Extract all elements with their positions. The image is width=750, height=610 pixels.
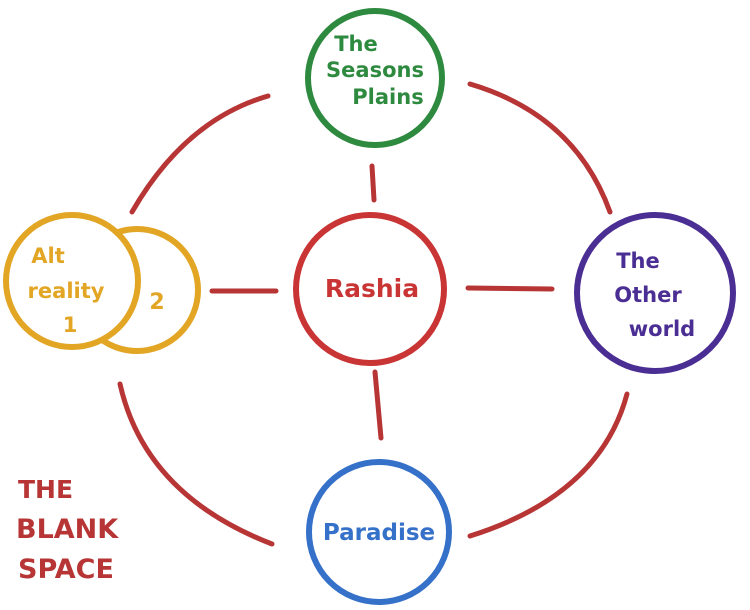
node-seasons-plains: The Seasons Plains (305, 8, 445, 148)
node-other-world: The Other world (574, 212, 736, 374)
seasons-plains-ring (305, 8, 445, 148)
outer-arc-top-left (129, 93, 271, 215)
alt-reality-label-line2: reality (28, 279, 105, 303)
blank-space-label: THE BLANK SPACE (16, 475, 119, 585)
alt-reality-1-fill (6, 215, 138, 347)
seasons-plains-label-line2: Seasons (326, 58, 424, 82)
other-world-label-line2: Other (614, 283, 682, 307)
alt-reality-label-line1: Alt (31, 244, 65, 268)
alt-reality-label-line3: 1 (63, 313, 78, 337)
alt-reality-1-ring (3, 212, 141, 350)
paradise-label: Paradise (323, 520, 435, 546)
blank-space-line2: BLANK (16, 514, 119, 545)
rashia-label: Rashia (325, 274, 419, 303)
other-world-label-line1: The (616, 249, 660, 273)
alt-reality-2-label: 2 (149, 290, 164, 315)
paradise-ring (306, 459, 452, 605)
other-world-label-line3: world (629, 317, 695, 341)
node-alt-reality: Alt reality 1 2 (3, 212, 201, 354)
outer-arc-top-right (467, 81, 613, 215)
blank-space-line3: SPACE (18, 554, 114, 585)
spoke-right (465, 285, 555, 292)
spoke-bottom (372, 369, 384, 441)
other-world-ring (574, 212, 736, 374)
spoke-top (369, 163, 377, 203)
outer-arc-bottom-left (117, 381, 275, 547)
outer-arc-bottom-right (467, 391, 630, 539)
node-paradise: Paradise (306, 459, 452, 605)
rashia-ring (293, 212, 447, 366)
seasons-plains-label-line3: Plains (352, 85, 423, 109)
blank-space-line1: THE (18, 475, 73, 504)
node-rashia: Rashia (293, 212, 447, 366)
seasons-plains-label-line1: The (334, 32, 378, 56)
